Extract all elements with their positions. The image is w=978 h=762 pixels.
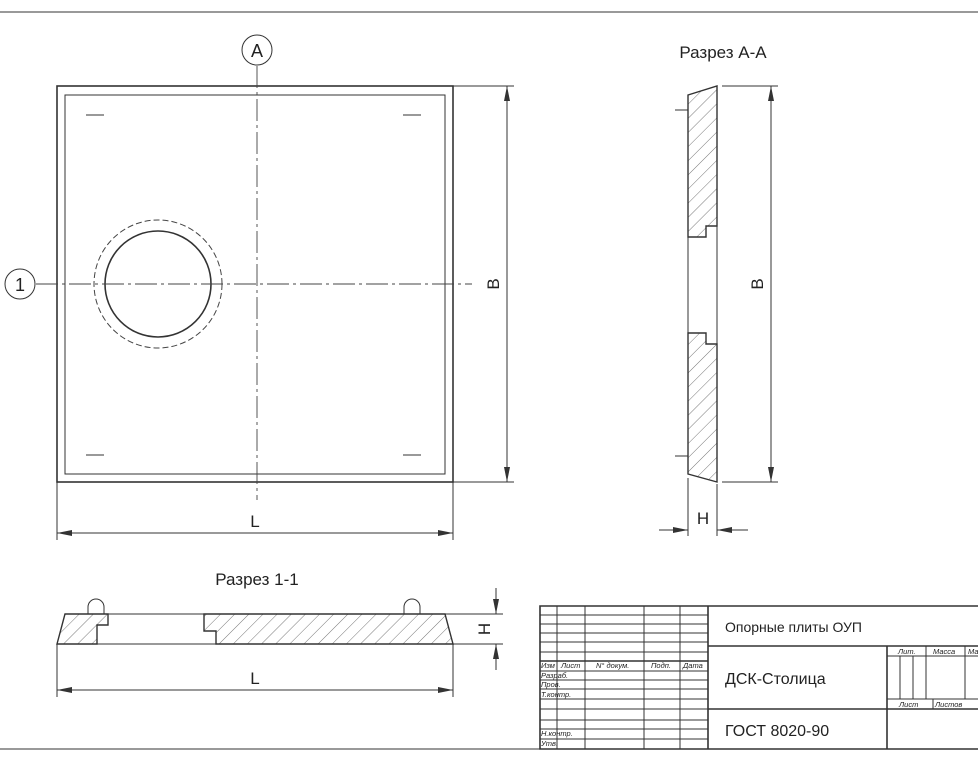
- section-aa-title: Разрез А-А: [679, 43, 767, 62]
- dimension-h-section: H: [659, 478, 748, 536]
- axis-1-label: 1: [15, 275, 25, 295]
- section-aa-upper-hatch: [687, 85, 718, 238]
- tb-col-podp: Подп.: [651, 661, 671, 670]
- dimension-l-label: L: [250, 512, 259, 531]
- tb-product-name: Опорные плиты ОУП: [725, 619, 862, 635]
- tb-row-utv: Утв.: [540, 739, 558, 748]
- lifting-loop: [403, 598, 421, 614]
- tb-col-izm: Изм: [541, 661, 555, 670]
- section-11-left-hatch: [56, 613, 109, 645]
- tb-cell-list: Лист: [898, 700, 918, 709]
- tb-standard: ГОСТ 8020-90: [725, 723, 829, 740]
- plan-view: A 1 L B: [4, 34, 514, 540]
- axis-a-label: A: [251, 41, 263, 61]
- dimension-l-section-label: L: [250, 669, 259, 688]
- dimension-b-label: B: [484, 278, 503, 289]
- section-11-view: Разрез 1-1 L H: [56, 570, 503, 697]
- dimension-b-section: B: [722, 85, 778, 483]
- section-11-title: Разрез 1-1: [215, 570, 298, 589]
- axis-a-marker: [241, 34, 273, 66]
- dimension-b-plan: B: [453, 85, 514, 483]
- tb-cell-massa: Масса: [933, 647, 955, 656]
- title-block: Изм Лист N° докум. Подп. Дата Разраб. Пр…: [539, 605, 978, 750]
- tb-cell-listov: Листов: [934, 700, 962, 709]
- lifting-loop: [87, 598, 105, 614]
- section-aa-view: Разрез А-А B H: [659, 43, 778, 536]
- dimension-h-section-11: H: [445, 588, 503, 670]
- tb-company-name: ДСК-Столица: [725, 671, 826, 688]
- tb-row-razrab: Разраб.: [541, 671, 568, 680]
- tb-cell-lit: Лит.: [897, 647, 916, 656]
- dimension-h-label: H: [697, 509, 709, 528]
- dimension-l-section: L: [56, 644, 454, 697]
- tb-col-dokum: N° докум.: [596, 661, 629, 670]
- tb-row-prov: Пров.: [541, 680, 561, 689]
- dimension-h-11-label: H: [475, 623, 494, 635]
- sheet-frame: [0, 11, 978, 750]
- axis-1-marker: [4, 268, 36, 300]
- section-11-right-hatch: [203, 613, 454, 645]
- tb-row-nkontr: Н.контр.: [541, 729, 573, 738]
- tb-cell-ma: Ма: [968, 647, 978, 656]
- tb-col-data: Дата: [682, 661, 703, 670]
- dimension-l-plan: L: [56, 482, 454, 540]
- tb-col-list: Лист: [560, 661, 580, 670]
- section-aa-lower-hatch: [687, 332, 718, 483]
- dimension-b-section-label: B: [748, 278, 767, 289]
- tb-row-tkontr: Т.контр.: [541, 690, 571, 699]
- plate-inner-outline: [64, 94, 446, 475]
